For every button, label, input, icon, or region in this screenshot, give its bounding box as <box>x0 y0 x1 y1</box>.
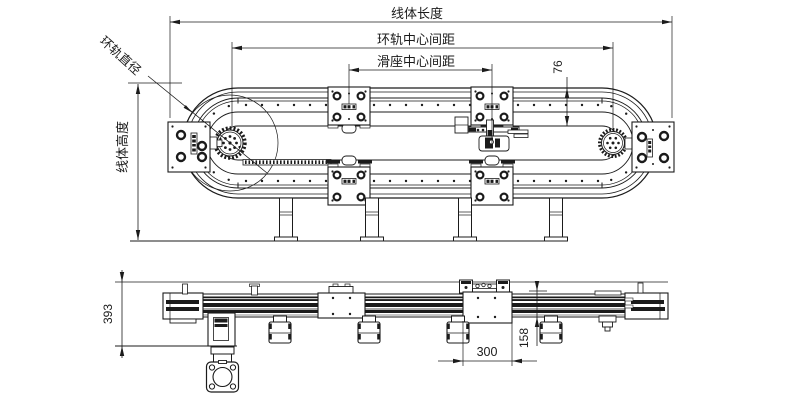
bolt-hole <box>610 178 613 182</box>
dim-label-line-length: 线体长度 <box>391 6 443 21</box>
bolt-hole <box>372 103 376 107</box>
rail-top-tab <box>594 290 622 296</box>
slider-plate-bottom-right <box>469 155 515 206</box>
bolt-hole <box>532 103 536 107</box>
bolt-hole <box>260 179 264 183</box>
support-leg <box>544 197 568 242</box>
dim-label-300: 300 <box>477 345 498 359</box>
dim-158: 158 <box>517 281 547 348</box>
ring-track <box>182 87 658 199</box>
rail-pin <box>249 283 260 296</box>
tangent-ticks <box>237 97 603 189</box>
dim-label-76: 76 <box>551 60 565 74</box>
support-leg <box>360 197 384 242</box>
bolt-hole <box>452 179 456 183</box>
top-view: 线体长度 环轨中心间距 滑座中心间距 76 <box>97 6 675 242</box>
bolt-hole <box>292 103 296 107</box>
bolt-hole <box>324 103 328 107</box>
support-leg <box>453 197 477 242</box>
support-leg-front <box>357 315 381 344</box>
bolt-hole <box>548 103 552 107</box>
support-leg-front <box>446 315 470 344</box>
support-leg <box>274 197 298 242</box>
bolt-hole <box>436 179 440 183</box>
bolt-hole <box>564 179 568 183</box>
rail-front <box>199 283 631 318</box>
bolt-hole <box>388 103 392 107</box>
bolt-hole <box>308 179 312 183</box>
tension-bracket <box>598 315 617 332</box>
support-legs-top-view <box>130 197 568 242</box>
dim-ring-center-distance: 环轨中心间距 <box>231 32 614 131</box>
dim-label-slider-center: 滑座中心间距 <box>377 54 455 69</box>
bolt-hole <box>227 178 230 181</box>
bolt-hole <box>212 112 216 115</box>
bolt-hole <box>372 179 376 183</box>
bolt-hole <box>276 103 280 107</box>
dim-393: 393 <box>101 270 237 358</box>
bolt-hole <box>580 103 584 107</box>
indexing-drive-unit <box>454 116 529 152</box>
bolt-hole <box>212 171 215 174</box>
support-leg-front <box>539 315 563 344</box>
left-end-plate <box>167 121 211 173</box>
bolt-hole <box>436 103 440 107</box>
bolt-hole <box>260 103 264 107</box>
front-view: 393 300 158 <box>101 270 669 393</box>
bolt-hole <box>404 103 408 107</box>
dim-300: 300 <box>438 321 537 366</box>
dim-line-height: 线体高度 <box>115 82 182 240</box>
right-end-plate <box>631 121 675 173</box>
bolt-hole <box>596 103 600 107</box>
bolt-hole <box>292 179 296 183</box>
bolt-hole <box>516 103 520 107</box>
carriage-front-1 <box>317 283 366 319</box>
carriage-front-2 <box>459 279 513 324</box>
bolt-hole <box>404 179 408 183</box>
bolt-hole <box>388 179 392 183</box>
right-sprocket <box>598 128 628 158</box>
dim-label-393: 393 <box>101 304 115 324</box>
bolt-hole <box>420 179 424 183</box>
slider-plate-bottom-left <box>326 155 372 206</box>
motor-shaft-circle <box>212 366 233 388</box>
bolt-hole <box>580 179 584 183</box>
dim-line-length: 线体长度 <box>169 6 673 118</box>
bolt-hole <box>625 112 628 115</box>
support-legs-front-view <box>268 315 563 344</box>
dim-slider-center-distance: 滑座中心间距 <box>348 54 493 148</box>
bolt-hole <box>244 179 248 183</box>
right-end-cap-front <box>624 282 669 320</box>
bolt-hole <box>420 103 424 107</box>
dim-label-ring-center: 环轨中心间距 <box>377 32 455 47</box>
dim-label-line-height: 线体高度 <box>115 121 130 173</box>
bolt-hole <box>610 105 613 108</box>
bolt-hole <box>596 179 600 183</box>
bolt-hole <box>244 103 248 107</box>
bolt-hole <box>324 179 328 183</box>
left-end-cap-front <box>162 283 204 324</box>
bolt-hole <box>624 171 628 174</box>
bolt-hole <box>516 179 520 183</box>
bolt-hole <box>308 103 312 107</box>
dim-rail-band-76: 76 <box>551 60 570 126</box>
support-leg-front <box>268 315 292 344</box>
bolt-hole <box>276 179 280 183</box>
bolt-hole <box>227 104 230 108</box>
motor-assembly <box>205 312 240 393</box>
bolt-hole <box>548 179 552 183</box>
dim-label-ring-diameter: 环轨直径 <box>97 34 144 78</box>
bolt-hole <box>452 103 456 107</box>
dim-label-158: 158 <box>517 328 531 348</box>
bolt-hole <box>532 179 536 183</box>
